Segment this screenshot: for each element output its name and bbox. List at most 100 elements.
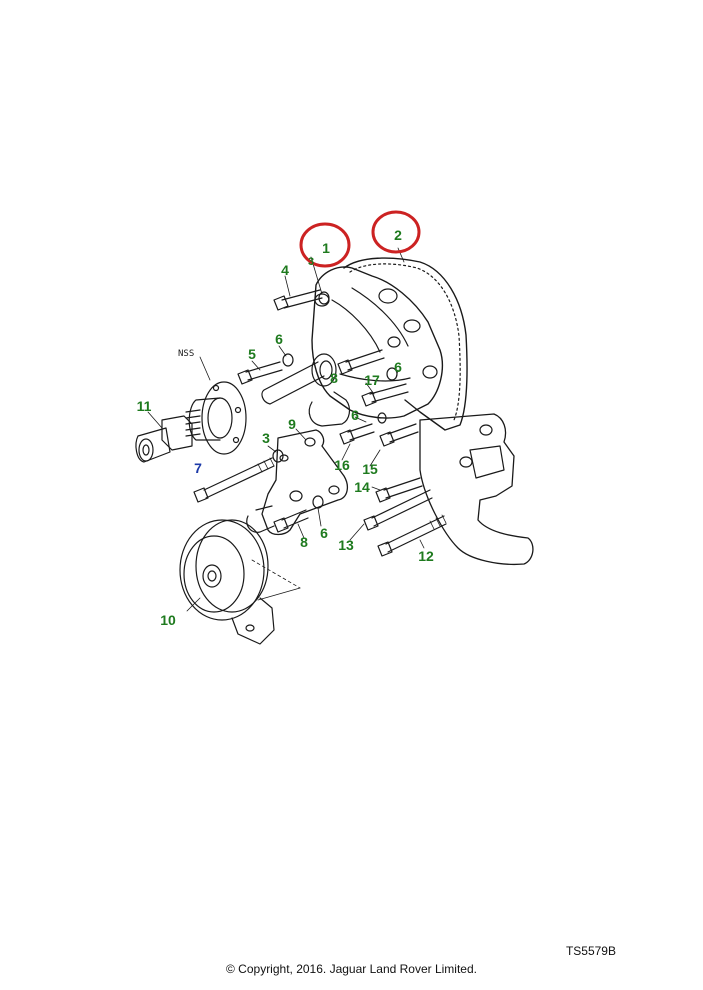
pump-gasket-outline bbox=[343, 257, 468, 431]
callout-13: 13 bbox=[338, 537, 354, 553]
bolt-14 bbox=[383, 477, 423, 499]
washer-6-upper bbox=[282, 353, 294, 367]
leader-lines bbox=[147, 247, 425, 612]
bolt-5 bbox=[245, 361, 283, 381]
bolt-13-head bbox=[363, 515, 379, 531]
pump-outlet-elbow bbox=[308, 391, 351, 427]
fan-hub-body bbox=[188, 397, 221, 441]
fan-hub-flange-inner bbox=[207, 397, 233, 439]
pump-boss-2 bbox=[403, 319, 421, 333]
bolt-7 bbox=[203, 457, 275, 499]
bolt-4-head bbox=[273, 295, 289, 311]
fan-hub-flange bbox=[201, 381, 247, 455]
callout-10: 10 bbox=[160, 612, 176, 628]
pump-boss-1 bbox=[378, 288, 398, 304]
bolt-8-lower-head bbox=[273, 517, 289, 533]
callout-16: 16 bbox=[334, 457, 350, 473]
idler-pulley-rim-back bbox=[195, 519, 269, 613]
mounting-bracket bbox=[261, 429, 349, 536]
pump-shaft-hub-inner bbox=[319, 360, 333, 380]
callout-15: 15 bbox=[362, 461, 378, 477]
bolt-12-thread bbox=[429, 514, 447, 530]
callout-6-right: 6 bbox=[394, 359, 402, 375]
bolt-15-head bbox=[379, 431, 395, 447]
callout-17: 17 bbox=[364, 372, 380, 388]
callouts: 1 2 3 3 4 5 6 6 6 6 7 8 8 9 10 11 12 13 … bbox=[137, 227, 434, 628]
idler-pulley-bore bbox=[202, 564, 222, 588]
adjust-bracket-hole-1 bbox=[479, 424, 493, 436]
adjust-bracket-hole-2 bbox=[459, 456, 473, 468]
idler-pulley-rim-outer bbox=[179, 519, 265, 621]
pump-shaft bbox=[261, 361, 325, 405]
bolt-13 bbox=[371, 489, 433, 527]
bolt-15 bbox=[387, 423, 419, 443]
alignment-line-1 bbox=[251, 559, 301, 589]
washer-6-mid bbox=[377, 412, 387, 424]
callout-8-lower: 8 bbox=[300, 534, 308, 550]
callout-6-upper: 6 bbox=[275, 331, 283, 347]
highlight-ring-1 bbox=[299, 222, 351, 268]
washer-3-lower bbox=[272, 449, 284, 463]
callout-2: 2 bbox=[394, 227, 402, 243]
fan-hub-thread bbox=[185, 409, 201, 437]
line-art bbox=[135, 247, 534, 645]
fan-hub-spindle bbox=[135, 427, 171, 463]
idler-pulley-face bbox=[183, 535, 245, 613]
bolt-7-thread bbox=[257, 457, 275, 473]
callout-14: 14 bbox=[354, 479, 370, 495]
nss-label: NSS bbox=[178, 349, 194, 359]
bolt-4 bbox=[281, 289, 323, 309]
bolt-8-lower bbox=[281, 509, 309, 529]
fan-hub-nut bbox=[161, 415, 193, 451]
washer-3-upper bbox=[318, 291, 330, 305]
callout-9: 9 bbox=[288, 416, 296, 432]
bolt-8-upper bbox=[345, 349, 385, 371]
pump-body-rib-3 bbox=[339, 373, 411, 382]
bolt-5-head bbox=[237, 369, 253, 385]
copyright-notice: © Copyright, 2016. Jaguar Land Rover Lim… bbox=[226, 962, 477, 976]
bolt-8-upper-head bbox=[337, 359, 353, 375]
bolt-12 bbox=[385, 515, 447, 553]
washer-6-lower bbox=[312, 495, 324, 509]
bolt-14-head bbox=[375, 487, 391, 503]
callout-8-upper: 8 bbox=[330, 370, 338, 386]
adjust-bracket bbox=[419, 413, 534, 566]
callout-7: 7 bbox=[194, 460, 202, 476]
pump-body-rib-2 bbox=[351, 287, 409, 347]
stud-17 bbox=[369, 383, 409, 403]
diagram-reference-code: TS5579B bbox=[565, 944, 616, 958]
pump-boss-4 bbox=[314, 293, 330, 307]
fan-hub-bolt-hole-3 bbox=[232, 436, 240, 444]
bolt-7-head bbox=[193, 487, 209, 503]
adjust-bracket-slot bbox=[469, 445, 505, 479]
alignment-line-2 bbox=[257, 587, 301, 601]
callout-3-lower: 3 bbox=[262, 430, 270, 446]
highlight-ring-2 bbox=[371, 210, 421, 254]
idler-support-hole bbox=[245, 624, 255, 632]
bolt-16-head bbox=[339, 429, 355, 445]
pump-boss-5 bbox=[387, 336, 401, 348]
fan-hub-bolt-hole-2 bbox=[234, 406, 242, 414]
pump-boss-3 bbox=[422, 365, 438, 379]
mounting-bracket-boss bbox=[246, 505, 275, 533]
pump-shaft-hub bbox=[311, 353, 337, 387]
pump-body-outline bbox=[311, 266, 444, 419]
mounting-bracket-hole-2 bbox=[328, 485, 340, 495]
callout-12: 12 bbox=[418, 548, 434, 564]
bolt-16 bbox=[347, 423, 375, 441]
stud-17-head bbox=[361, 391, 377, 407]
callout-5: 5 bbox=[248, 346, 256, 362]
mounting-bracket-hole-4 bbox=[289, 490, 303, 502]
fan-hub-spindle-end bbox=[138, 438, 154, 462]
callout-11: 11 bbox=[137, 398, 152, 414]
bolt-12-head bbox=[377, 541, 393, 557]
pump-body-rib-1 bbox=[331, 299, 381, 353]
fan-hub-bolt-hole-1 bbox=[212, 384, 220, 392]
callout-1: 1 bbox=[322, 240, 330, 256]
idler-pulley-support bbox=[231, 597, 275, 645]
mounting-bracket-hole-3 bbox=[279, 454, 289, 462]
mounting-bracket-hole-1 bbox=[304, 437, 316, 447]
callout-3-upper: 3 bbox=[308, 256, 314, 268]
callout-6-mid: 6 bbox=[351, 407, 359, 423]
